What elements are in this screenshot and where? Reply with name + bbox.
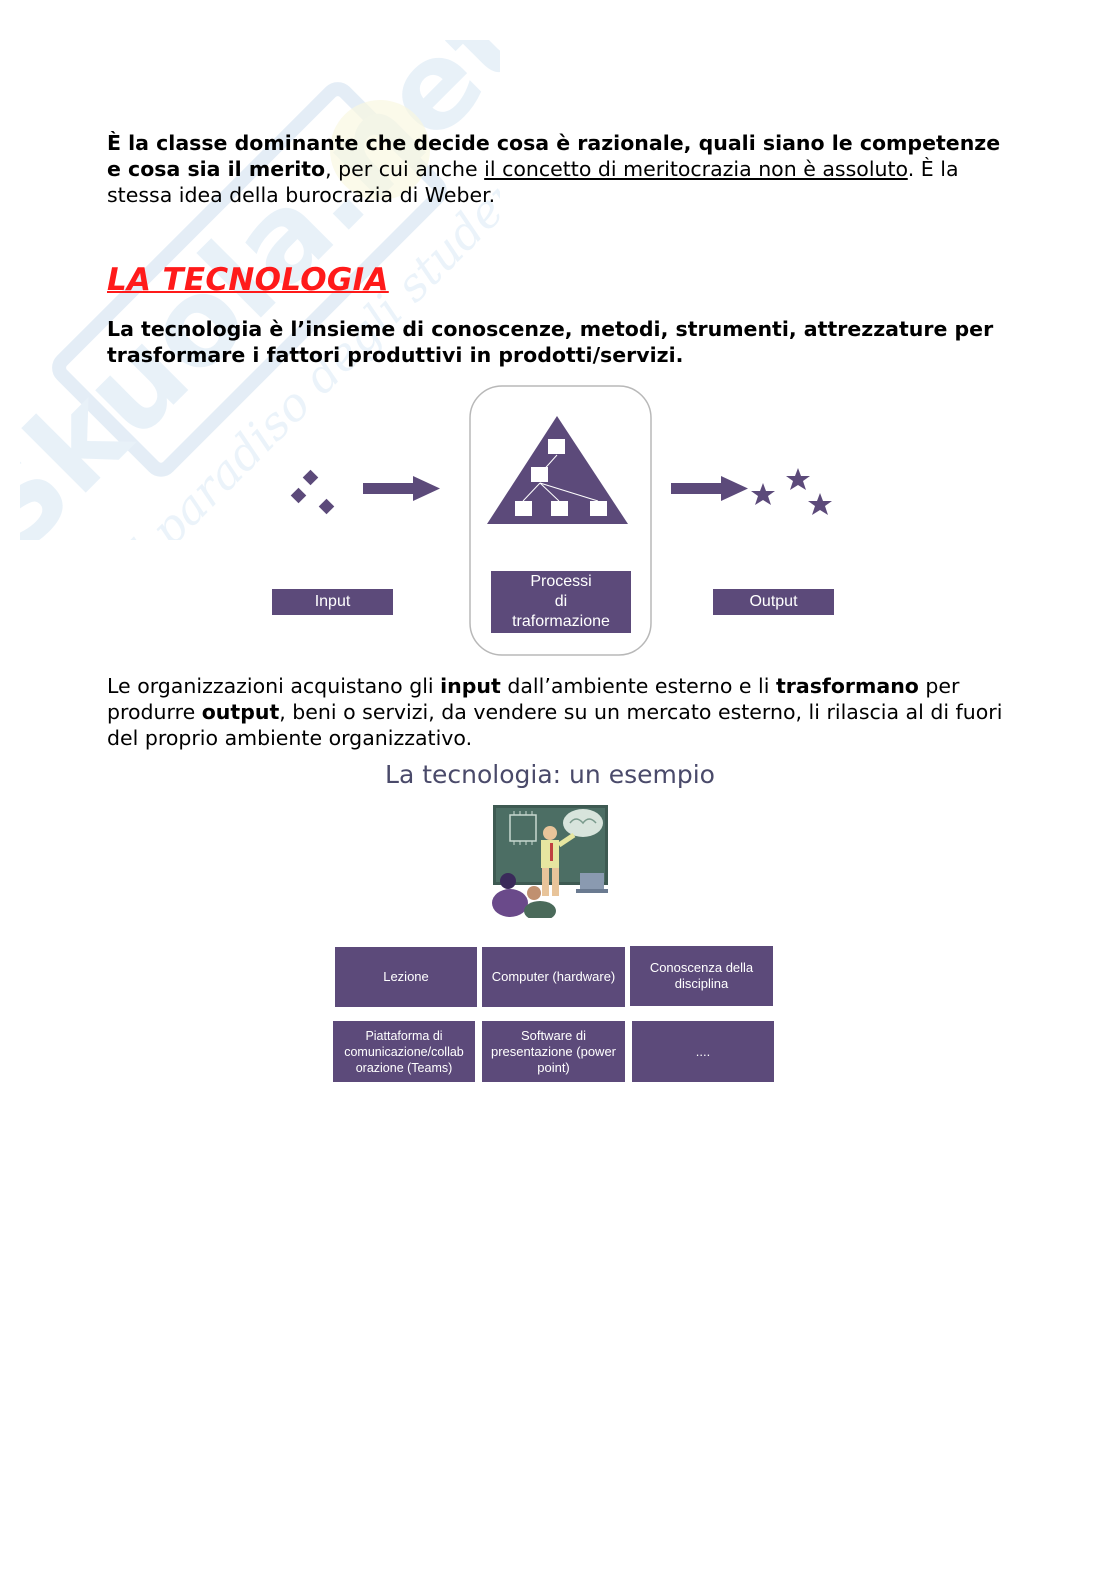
output-label: Output (713, 589, 834, 615)
intro-paragraph: È la classe dominante che decide cosa è … (107, 130, 1007, 208)
explanation-bold: trasformano (775, 674, 919, 698)
explanation-text: Le organizzazioni acquistano gli (107, 674, 441, 698)
example-cell-conoscenza: Conoscenza della disciplina (630, 946, 773, 1006)
arrow-right-icon (671, 476, 748, 501)
intro-bold-text: È la classe dominante che decide cosa è … (107, 131, 1001, 181)
section-heading: LA TECNOLOGIA (107, 262, 389, 298)
definition-paragraph: La tecnologia è l’insieme di conoscenze,… (107, 317, 994, 367)
transformation-diagram-graphics (290, 385, 832, 656)
classroom-clipart (492, 805, 608, 918)
transformation-diagram: Input Processi di traformazione Output (260, 383, 860, 658)
explanation-text: per produrre (107, 674, 960, 724)
process-label: Processi di traformazione (491, 571, 631, 633)
intro-text-end: . È la stessa idea della burocrazia di W… (107, 157, 959, 207)
example-cell-software: Software di presentazione (power point) (482, 1021, 625, 1082)
hierarchy-triangle-icon (487, 416, 628, 524)
example-title: La tecnologia: un esempio (385, 760, 715, 789)
example-cell-computer: Computer (hardware) (482, 947, 625, 1007)
example-cell-piattaforma: Piattaforma di comunicazione/collab oraz… (333, 1021, 475, 1082)
explanation-bold: input (440, 674, 501, 698)
arrow-right-icon (363, 476, 440, 501)
intro-text: , per cui anche (325, 157, 485, 181)
explanation-paragraph: Le organizzazioni acquistano gli input d… (107, 673, 1007, 751)
explanation-bold: output (201, 700, 280, 724)
intro-underlined-text: il concetto di meritocrazia non è assolu… (484, 157, 908, 181)
explanation-text: dall’ambiente esterno e li (500, 674, 776, 698)
output-stars-icon (751, 468, 832, 515)
example-cell-lezione: Lezione (335, 947, 477, 1007)
explanation-text: , beni o servizi, da vendere su un merca… (107, 700, 1003, 750)
process-label-line: traformazione (512, 613, 610, 630)
example-cell-other: .... (632, 1021, 774, 1082)
input-diamonds-icon (290, 469, 335, 515)
process-label-line: Processi (530, 573, 592, 590)
process-label-line: di (554, 593, 568, 610)
input-label: Input (272, 589, 393, 615)
